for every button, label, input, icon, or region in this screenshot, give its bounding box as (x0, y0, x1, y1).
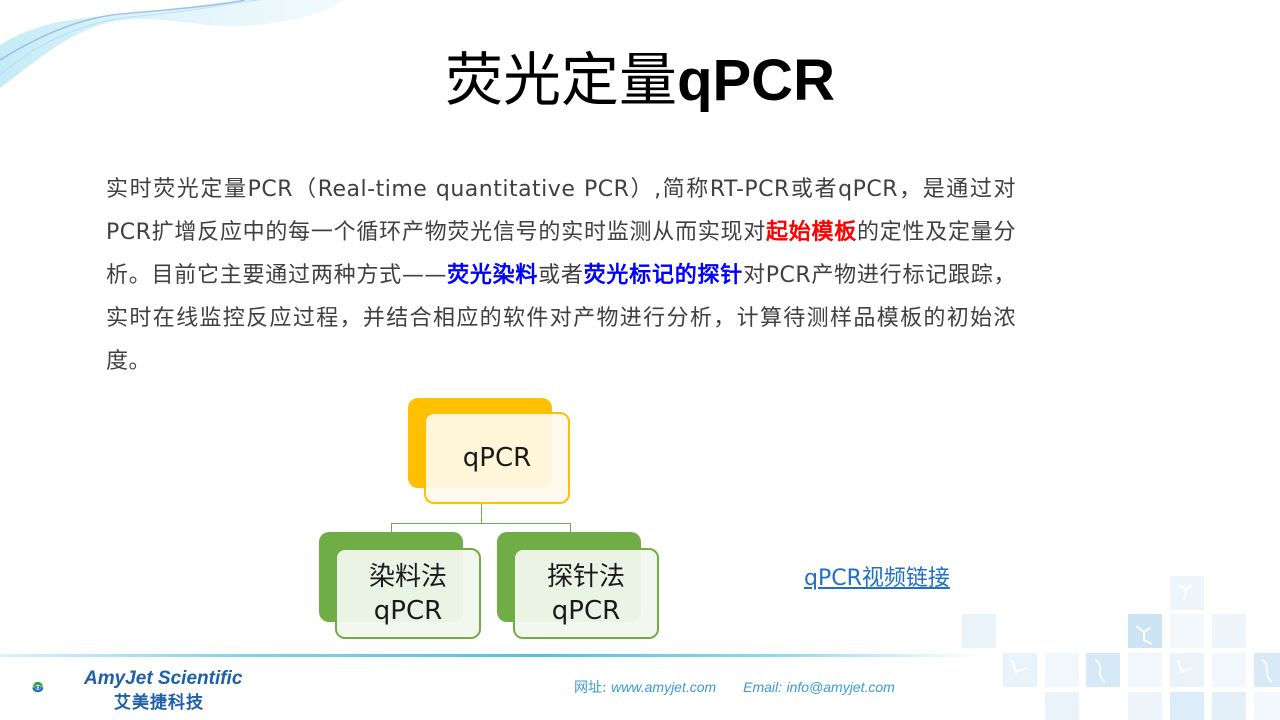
paragraph-text: 或者 (538, 263, 584, 288)
node-label-line1: 探针法 (546, 561, 625, 592)
website-label: 网址: (574, 680, 607, 696)
node-label-line2: qPCR (373, 595, 443, 626)
node-label-line1: 染料法 (368, 561, 447, 592)
title-latin: qPCR (677, 48, 835, 113)
diagram-root-node: qPCR (408, 398, 572, 506)
root-label: qPCR (462, 443, 532, 473)
diagram-node-probe-method: 探针法 qPCR (497, 532, 661, 640)
highlight-start-template: 起始模板 (765, 220, 857, 245)
decorative-science-tiles (962, 576, 1280, 720)
diagram-node-dye-method: 染料法 qPCR (319, 532, 483, 640)
node-box: 探针法 qPCR (513, 548, 659, 639)
paragraph-text: 实时荧光定量PCR（Real-time quantitative PCR）,简称… (106, 177, 1016, 245)
highlight-labeled-probe: 荧光标记的探针 (583, 263, 743, 288)
footer-divider (0, 654, 980, 657)
company-logo-icon (32, 681, 44, 693)
logo-english-name: AmyJet Scientific (84, 668, 243, 689)
title-chinese: 荧光定量 (445, 46, 678, 114)
paragraph-text: 对PCR产物进行标记跟踪，实时在线监控反应过程，并结合相应的软件对产物进行分析，… (106, 263, 1016, 374)
connector-left (391, 523, 392, 533)
node-box: 染料法 qPCR (335, 548, 481, 639)
qpcr-video-link[interactable]: qPCR视频链接 (804, 566, 950, 591)
paragraph-text: 的定性及定量分析。目前它主要通过两种方式—— (106, 220, 1016, 288)
email-label: Email: (743, 679, 783, 695)
email-link[interactable]: info@amyjet.com (786, 679, 895, 695)
logo-chinese-name: 艾美捷科技 (114, 693, 204, 713)
footer-contact: 网址: www.amyjet.com Email: info@amyjet.co… (574, 677, 895, 697)
connector-horizontal (391, 523, 571, 524)
highlight-fluorescent-dye: 荧光染料 (446, 263, 539, 288)
slide-title: 荧光定量qPCR (0, 44, 1280, 117)
node-box: qPCR (424, 412, 570, 504)
website-link[interactable]: www.amyjet.com (611, 679, 717, 695)
connector-right (570, 523, 571, 533)
node-label-line2: qPCR (551, 595, 621, 626)
intro-paragraph: 实时荧光定量PCR（Real-time quantitative PCR）,简称… (106, 168, 1016, 383)
connector-vertical (481, 504, 482, 523)
